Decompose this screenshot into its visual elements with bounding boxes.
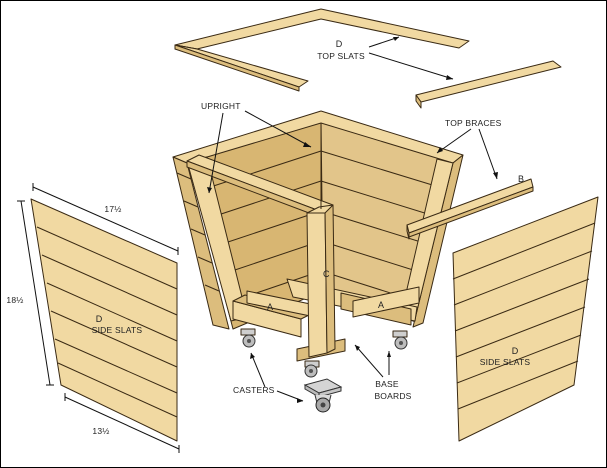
top-braces-label: TOP BRACES (445, 118, 502, 128)
base-boards-label-1: BASE (375, 379, 399, 389)
dimension-lines (17, 183, 180, 453)
upright-label: UPRIGHT (201, 101, 241, 111)
top-slats-label: TOP SLATS (317, 51, 365, 61)
caster-right (392, 330, 408, 350)
base-letter-right: A (378, 300, 384, 310)
side-slats-panel-right (452, 196, 599, 442)
side-slats-panel-left (30, 198, 178, 442)
caster-detail (303, 378, 343, 413)
caster-front (304, 360, 320, 378)
side-slats-right-label: SIDE SLATS (480, 357, 531, 367)
top-slats (174, 8, 562, 109)
base-boards-label-2: BOARDS (374, 391, 411, 401)
dimension-top-width: 17½ (104, 204, 121, 214)
side-slats-left-letter: D (96, 314, 103, 324)
planter-body (172, 110, 534, 378)
caster-left (240, 328, 256, 348)
dimension-bottom-width: 13½ (92, 426, 109, 436)
top-slats-letter: D (336, 39, 343, 49)
brace-letter: B (518, 174, 524, 184)
leader-lines (207, 36, 498, 403)
side-slats-left-label: SIDE SLATS (92, 325, 143, 335)
casters-label: CASTERS (233, 385, 275, 395)
dimension-height: 18½ (6, 295, 23, 305)
side-slats-right-letter: D (512, 346, 519, 356)
base-letter-left: A (267, 302, 273, 312)
upright-letter: C (323, 269, 330, 279)
